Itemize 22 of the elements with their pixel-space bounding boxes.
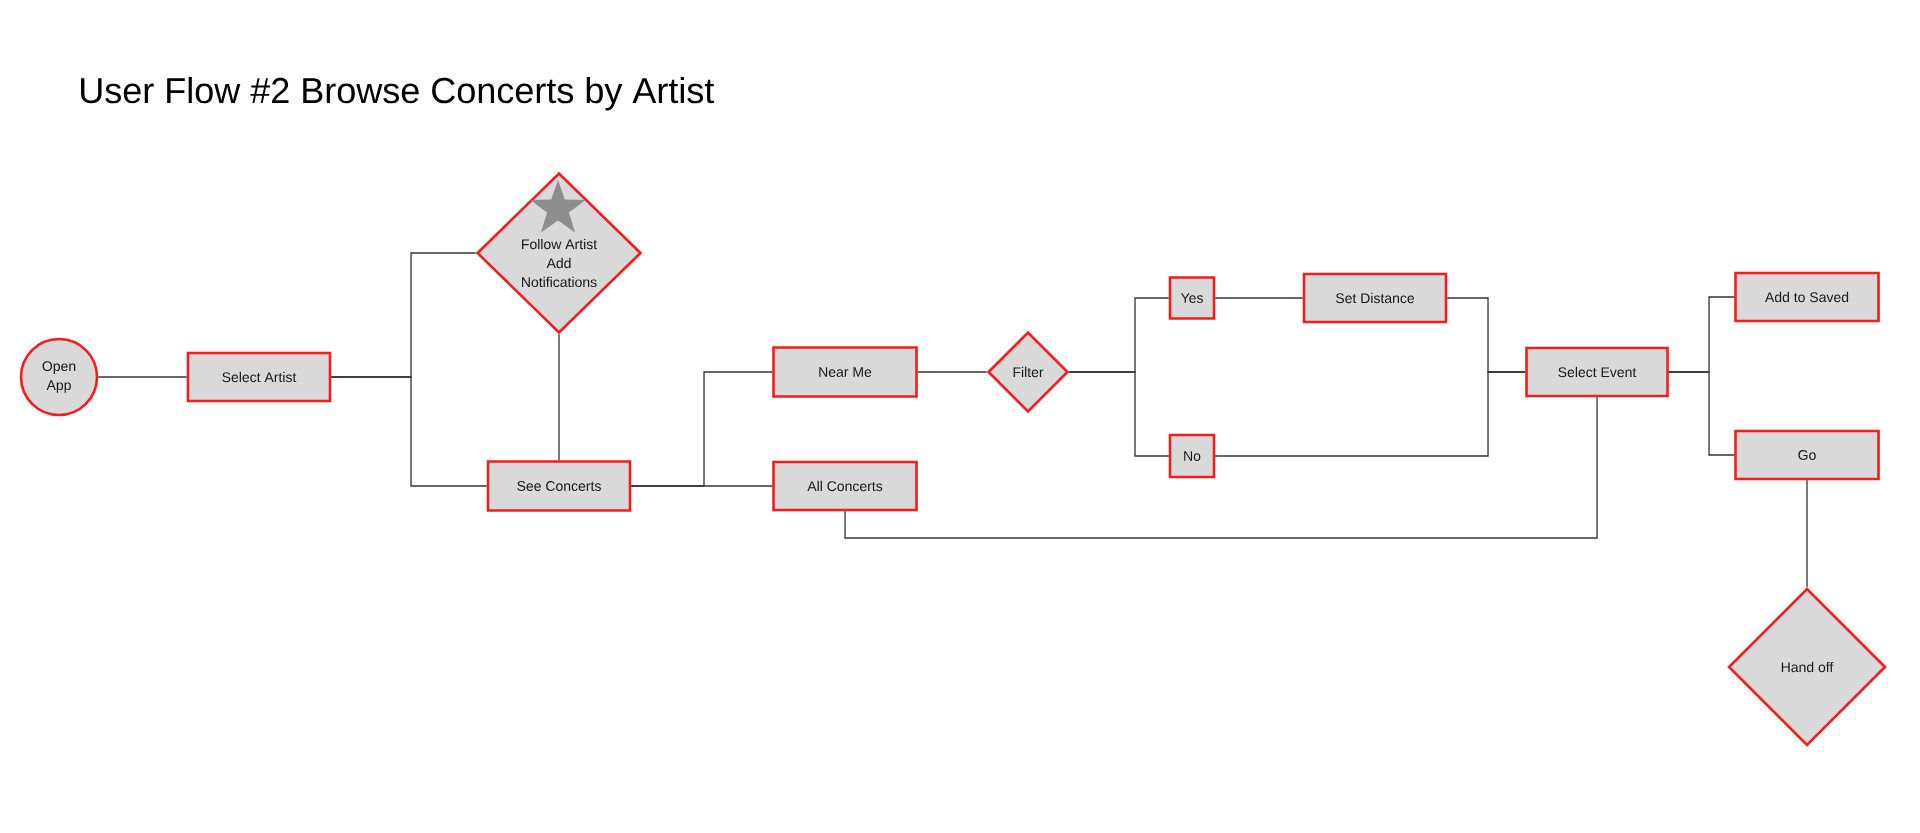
connector-line	[917, 371, 988, 373]
connector-line	[1214, 371, 1526, 457]
connector-line	[1068, 371, 1170, 457]
connector-line	[330, 376, 488, 487]
process-box: Yes	[1168, 276, 1216, 320]
connector-line	[1668, 371, 1735, 456]
connector-line	[558, 333, 560, 461]
connector-line	[97, 376, 188, 378]
process-box: Select Event	[1525, 346, 1669, 398]
connector-line	[630, 485, 773, 487]
process-box: All Concerts	[772, 460, 918, 512]
process-box: Add to Saved	[1734, 271, 1880, 323]
title: User Flow #2 Browse Concerts by Artist	[81, 76, 715, 111]
connector-line	[844, 396, 1598, 539]
process-box: Go	[1734, 429, 1880, 481]
process-box: Near Me	[772, 346, 918, 398]
connector-line	[1214, 297, 1304, 299]
process-box: Set Distance	[1302, 272, 1448, 324]
process-box: Select Artist	[186, 351, 332, 403]
process-box: See Concerts	[486, 460, 632, 512]
connector-line	[1806, 479, 1808, 588]
process-box: No	[1168, 433, 1216, 479]
